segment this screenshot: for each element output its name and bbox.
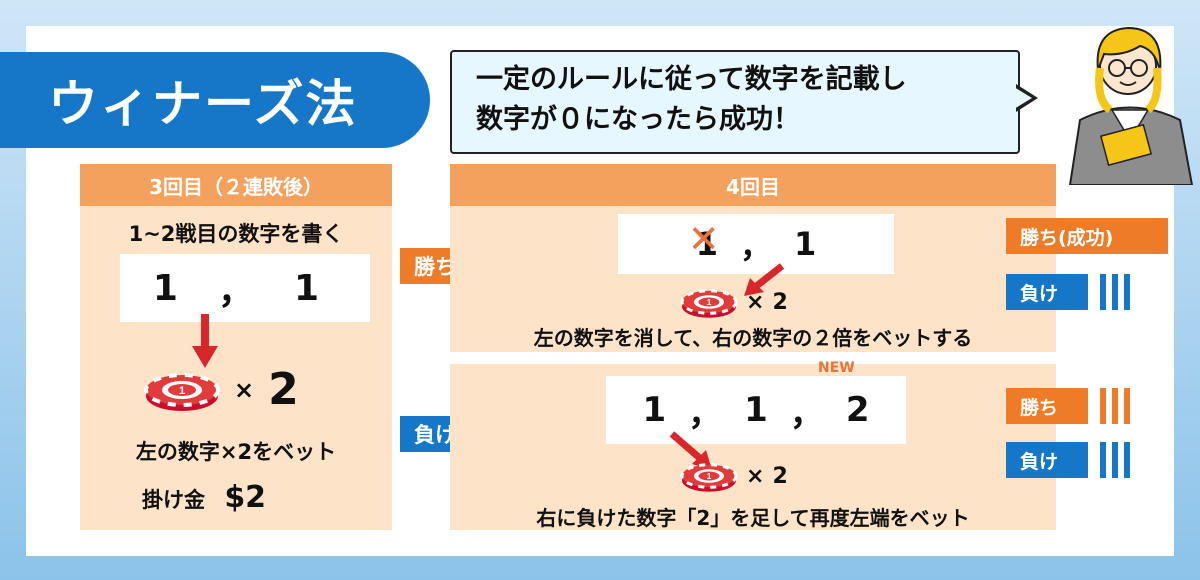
casino-chip-icon: 1 — [680, 289, 738, 318]
win-arrow-label: 勝ち — [414, 255, 456, 279]
separator: ， — [789, 393, 824, 434]
separator: ， — [739, 227, 772, 265]
right-win-section: 1 ， 1 1 × 2 左の数字を消して、右の数字の２倍をベットする — [450, 206, 1056, 352]
lose-description: 右に負けた数字「2」を足して再度左端をベット — [536, 506, 970, 530]
win-bars — [1100, 388, 1130, 424]
lose-bars — [1100, 442, 1130, 478]
speech-line-2: 数字が０になったら成功！ — [476, 104, 800, 135]
multiplier: 2 — [772, 289, 788, 315]
outcome-top-lose: 負け — [1006, 274, 1088, 310]
left-description: 左の数字×2をベット — [135, 440, 337, 464]
speech-tail-inner — [1014, 87, 1032, 109]
struck-number: 1 — [688, 217, 720, 263]
teacher-illustration — [1068, 26, 1194, 185]
number: 1 — [744, 390, 768, 430]
separator: ， — [688, 393, 723, 434]
speech-bubble: 一定のルールに従って数字を記載し 数字が０になったら成功！ — [450, 50, 1020, 154]
lose-bars — [1100, 274, 1130, 310]
left-bet-formula: 1 × 2 — [144, 364, 299, 415]
left-column: 3回目（２連敗後） 1~2戦目の数字を書く 1 ， 1 1 × 2 左の数字×2… — [80, 164, 392, 530]
left-subtitle: 1~2戦目の数字を書く — [128, 222, 344, 246]
win-number-box: 1 ， 1 — [618, 214, 894, 274]
multiplier: 2 — [772, 463, 788, 489]
outcome-top-win: 勝ち(成功) — [1006, 218, 1168, 254]
right-lose-section: 1 ， 1 ， 2 NEW 1 × 2 右に負けた数字「2」を足して再度左端をベ… — [450, 360, 1056, 530]
page-title: ウィナーズ法 — [0, 52, 430, 148]
separator: ， — [217, 271, 272, 312]
number: 1 — [794, 225, 817, 263]
times-sign: × — [234, 375, 255, 404]
win-description: 左の数字を消して、右の数字の２倍をベットする — [533, 326, 973, 350]
left-bet-amount: 掛け金 $2 — [142, 480, 266, 515]
left-number-box: 1 ， 1 — [120, 254, 370, 322]
number: 1 — [642, 390, 667, 430]
svg-text:1: 1 — [707, 298, 712, 307]
times-sign: × — [746, 289, 765, 315]
pointer-arrow-icon — [744, 263, 785, 296]
left-column-header: 3回目（２連敗後） — [80, 164, 392, 206]
lose-arrow-label: 負け — [414, 423, 456, 447]
casino-chip-icon: 1 — [680, 463, 738, 492]
number: 1 — [294, 267, 338, 309]
new-tag: NEW — [818, 360, 855, 376]
new-number: 2 — [845, 390, 870, 430]
right-column-header: 4回目 — [450, 164, 1056, 206]
multiplier: 2 — [268, 364, 299, 415]
lose-number-box: 1 ， 1 ， 2 — [606, 376, 906, 444]
bet-amount: $2 — [224, 480, 267, 515]
casino-chip-icon: 1 — [144, 372, 220, 411]
outcome-bottom-lose: 負け — [1006, 442, 1088, 478]
win-bet-formula: 1 × 2 — [680, 284, 788, 320]
lose-bet-formula: 1 × 2 — [680, 458, 788, 494]
down-arrow-icon — [192, 314, 218, 368]
times-sign: × — [746, 463, 765, 489]
svg-text:1: 1 — [179, 385, 185, 397]
svg-text:1: 1 — [707, 472, 712, 481]
bet-label: 掛け金 — [142, 488, 205, 512]
number: 1 — [152, 267, 196, 309]
speech-line-1: 一定のルールに従って数字を記載し — [476, 64, 907, 95]
outcome-bottom-win: 勝ち — [1006, 388, 1088, 424]
